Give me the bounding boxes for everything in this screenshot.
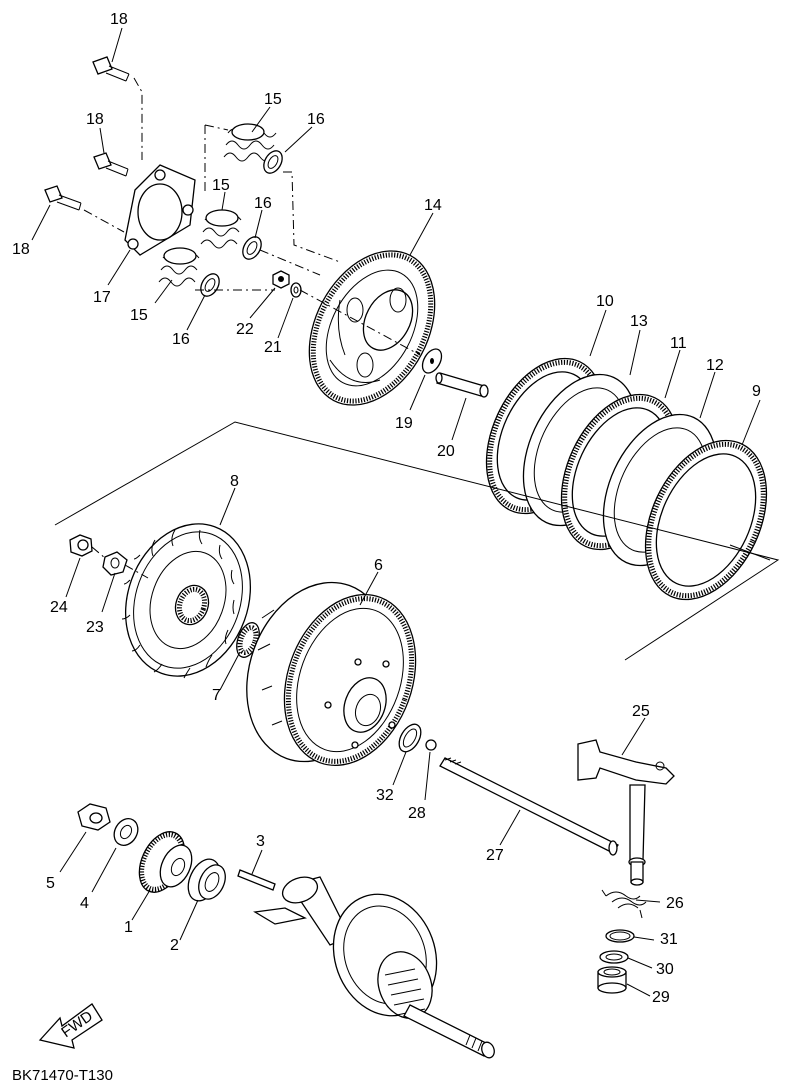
push-rod-20 bbox=[435, 372, 489, 398]
callout-28: 28 bbox=[408, 805, 426, 822]
clutch-plate-17 bbox=[124, 164, 196, 256]
callout-18-top: 18 bbox=[110, 11, 128, 28]
diagram-code: BK71470-T130 bbox=[12, 1067, 113, 1084]
callout-12: 12 bbox=[706, 357, 724, 374]
callout-15-low: 15 bbox=[130, 307, 148, 324]
callout-16-low: 16 bbox=[172, 331, 190, 348]
nut-22 bbox=[272, 270, 290, 289]
bolt-18-top bbox=[92, 56, 143, 160]
spring-26 bbox=[601, 889, 647, 919]
arrow-fwd-icon: FWD bbox=[38, 1003, 103, 1049]
callout-32: 32 bbox=[376, 787, 394, 804]
callout-24: 24 bbox=[50, 599, 68, 616]
callout-27: 27 bbox=[486, 847, 504, 864]
lock-washer-23 bbox=[102, 551, 128, 576]
callout-13: 13 bbox=[630, 313, 648, 330]
washer-19 bbox=[421, 348, 443, 374]
pressure-plate-14 bbox=[308, 250, 436, 406]
callout-18-mid: 18 bbox=[86, 111, 104, 128]
key-3 bbox=[237, 869, 276, 891]
nut-5 bbox=[77, 803, 111, 831]
leader-lines bbox=[31, 27, 761, 997]
callout-29: 29 bbox=[652, 989, 670, 1006]
callout-5: 5 bbox=[46, 875, 55, 892]
callout-17: 17 bbox=[93, 289, 111, 306]
callout-30: 30 bbox=[656, 961, 674, 978]
callout-25: 25 bbox=[632, 703, 650, 720]
callout-1: 1 bbox=[124, 919, 133, 936]
release-lever-25 bbox=[577, 739, 675, 886]
callout-labels: 18 18 18 17 15 16 15 16 15 16 22 21 14 1… bbox=[12, 11, 761, 1006]
callout-20: 20 bbox=[437, 443, 455, 460]
collar-2 bbox=[187, 858, 226, 902]
callout-3: 3 bbox=[256, 833, 265, 850]
washer-30 bbox=[599, 950, 629, 964]
callout-23: 23 bbox=[86, 619, 104, 636]
callout-10: 10 bbox=[596, 293, 614, 310]
washer-16-low bbox=[200, 273, 220, 297]
callout-4: 4 bbox=[80, 895, 89, 912]
callout-6: 6 bbox=[374, 557, 383, 574]
bolt-18-left bbox=[44, 185, 125, 233]
callout-31: 31 bbox=[660, 931, 678, 948]
bearing-29 bbox=[597, 966, 627, 994]
guide-line-boss bbox=[91, 546, 149, 579]
crankshaft bbox=[253, 876, 495, 1059]
washer-16-mid bbox=[242, 236, 262, 260]
push-rod-27 bbox=[439, 757, 619, 856]
primary-drive-gear-1 bbox=[138, 831, 193, 893]
callout-22: 22 bbox=[236, 321, 254, 338]
spring-15-low bbox=[158, 247, 200, 287]
primary-driven-gear-6 bbox=[246, 581, 417, 767]
nut-24 bbox=[69, 534, 93, 557]
callout-7: 7 bbox=[212, 687, 221, 704]
callout-14: 14 bbox=[424, 197, 442, 214]
clutch-boss-8 bbox=[121, 523, 252, 679]
assembly-outline bbox=[54, 421, 780, 661]
assembly-outline-tail bbox=[729, 544, 771, 561]
callout-11: 11 bbox=[670, 335, 687, 352]
callout-19: 19 bbox=[395, 415, 413, 432]
guide-line-springs bbox=[204, 124, 341, 263]
ball-28 bbox=[425, 739, 437, 751]
spring-15-top bbox=[223, 123, 277, 162]
guide-line-lower bbox=[195, 249, 321, 291]
washer-16-top bbox=[263, 150, 283, 174]
washer-21 bbox=[290, 282, 302, 298]
callout-15-mid: 15 bbox=[212, 177, 230, 194]
callout-21: 21 bbox=[264, 339, 282, 356]
callout-8: 8 bbox=[230, 473, 239, 490]
spring-15-mid bbox=[200, 209, 242, 249]
washer-4 bbox=[113, 818, 139, 846]
circlip-31 bbox=[605, 929, 635, 943]
guide-line-pushrod bbox=[299, 289, 421, 356]
callout-2: 2 bbox=[170, 937, 179, 954]
friction-plate-9 bbox=[644, 439, 768, 601]
callout-26: 26 bbox=[666, 895, 684, 912]
callout-16-top: 16 bbox=[307, 111, 325, 128]
callout-18-left: 18 bbox=[12, 241, 30, 258]
callout-9: 9 bbox=[752, 383, 761, 400]
callout-15-top: 15 bbox=[264, 91, 282, 108]
bolt-18-mid bbox=[93, 152, 129, 177]
callout-16-mid: 16 bbox=[254, 195, 272, 212]
washer-32 bbox=[398, 723, 422, 753]
